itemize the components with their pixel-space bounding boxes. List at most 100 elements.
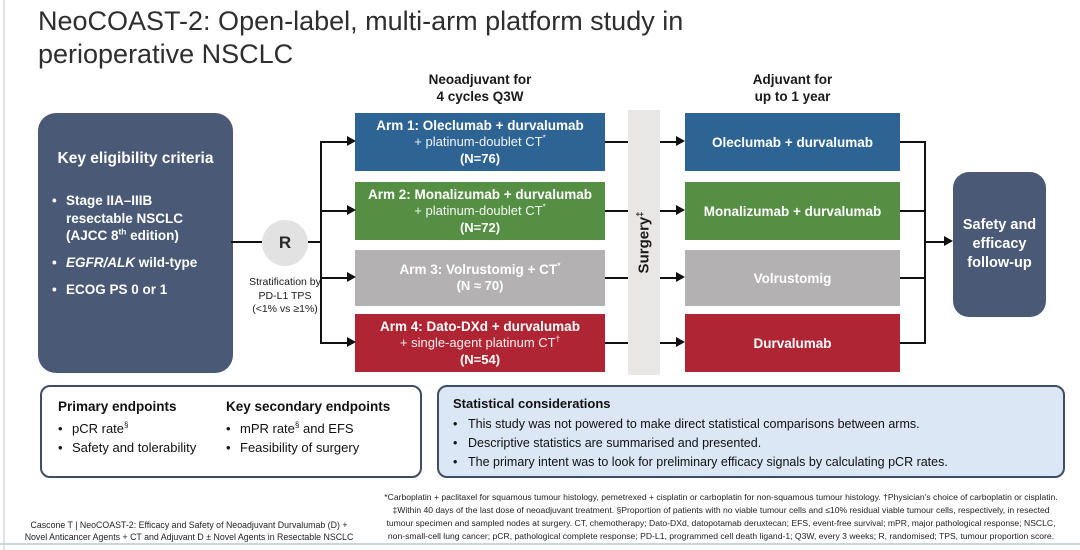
neoadjuvant-header-line1: Neoadjuvant for <box>428 72 532 87</box>
arrow-shaft-surgery-to-adj-1 <box>660 141 677 143</box>
eligibility-box: Key eligibility criteria Stage IIA–IIIB … <box>38 113 233 373</box>
primary-endpoints-column: Primary endpoints pCR rate§ Safety and t… <box>58 399 226 476</box>
slide-title: NeoCOAST-2: Open-label, multi-arm platfo… <box>38 5 683 71</box>
secondary-endpoint-mpr: mPR rate§ and EFS <box>226 420 406 439</box>
neoadjuvant-column-header: Neoadjuvant for 4 cycles Q3W <box>355 72 605 106</box>
eligibility-bullet-ecog: ECOG PS 0 or 1 <box>52 281 219 299</box>
primary-endpoint-pcr-text: pCR rate§ <box>72 420 129 436</box>
connector-adj-2-to-bus <box>900 210 926 212</box>
arm-3-title: Arm 3: Volrustomig + CT* <box>399 260 561 278</box>
arrowhead-surgery-to-adj-2 <box>676 205 685 215</box>
stats-bullet-3-text: The primary intent was to look for preli… <box>468 454 948 469</box>
stats-bullet-1-text: This study was not powered to make direc… <box>468 417 920 431</box>
connector-eligibility-to-r <box>231 241 262 243</box>
arrowhead-surgery-to-adj-3 <box>676 272 685 282</box>
arrowhead-surgery-to-adj-1 <box>676 136 685 146</box>
secondary-endpoint-surgery-text: Feasibility of surgery <box>240 439 360 455</box>
footnote-line4: non-small-cell lung cancer; pCR, patholo… <box>387 530 1055 541</box>
arrow-shaft-to-arm-4 <box>322 342 347 344</box>
slide-title-line2: perioperative NSCLC <box>38 38 294 69</box>
eligibility-bullet-ecog-text: ECOG PS 0 or 1 <box>66 281 168 297</box>
footnote-line1: *Carboplatin + paclitaxel for squamous t… <box>384 492 1058 502</box>
stats-bullet-2: Descriptive statistics are summarised an… <box>453 434 1049 453</box>
primary-endpoint-pcr: pCR rate§ <box>58 420 226 439</box>
bottom-divider <box>0 543 1080 545</box>
primary-endpoint-safety-text: Safety and tolerability <box>72 439 197 455</box>
statistical-considerations-title: Statistical considerations <box>453 396 611 411</box>
primary-endpoints-title: Primary endpoints <box>58 399 177 414</box>
arm-1-sample-size: (N=76) <box>459 150 501 166</box>
eligibility-bullet-stage-text: Stage IIA–IIIB resectable NSCLC (AJCC 8t… <box>66 193 184 244</box>
eligibility-title: Key eligibility criteria <box>57 150 214 167</box>
connector-adj-4-to-bus <box>900 342 926 344</box>
bus-vertical-line <box>924 141 926 344</box>
adjuvant-box-1: Oleclumab + durvalumab <box>685 113 900 171</box>
connector-arm-2-to-surgery <box>605 210 628 212</box>
adjuvant-box-2-label: Monalizumab + durvalumab <box>703 203 882 219</box>
slide-title-line1: NeoCOAST-2: Open-label, multi-arm platfo… <box>38 6 684 36</box>
arm-2-regimen: + platinum-doublet CT* <box>414 202 546 218</box>
endpoints-box: Primary endpoints pCR rate§ Safety and t… <box>40 385 422 478</box>
arm-4-box: Arm 4: Dato-DXd + durvalumab + single-ag… <box>355 314 605 372</box>
citation-line2: Novel Anticancer Agents + CT and Adjuvan… <box>24 532 354 543</box>
arm-1-regimen: + platinum-doublet CT* <box>414 133 546 149</box>
arrowhead-to-arm-1 <box>347 136 356 146</box>
arm-4-sample-size: (N=54) <box>459 351 501 367</box>
arrow-shaft-to-followup <box>926 241 944 243</box>
followup-label: Safety and efficacy follow-up <box>962 217 1037 271</box>
arm-1-box: Arm 1: Oleclumab + durvalumab + platinum… <box>355 113 605 171</box>
secondary-endpoints-title: Key secondary endpoints <box>226 399 391 414</box>
stratification-note: Stratification by PD-L1 TPS (<1% vs ≥1%) <box>228 276 342 317</box>
neoadjuvant-header-line2: 4 cycles Q3W <box>436 88 524 104</box>
surgery-label: Surgery‡ <box>634 211 653 274</box>
connector-arm-1-to-surgery <box>605 141 628 143</box>
footnote-line3: tumour specimen and sampled nodes at sur… <box>386 517 1056 528</box>
arrowhead-to-arm-2 <box>347 205 356 215</box>
adjuvant-box-3-label: Volrustomig <box>753 270 832 286</box>
adjuvant-box-4-label: Durvalumab <box>753 335 832 351</box>
connector-adj-1-to-bus <box>900 141 926 143</box>
arrow-shaft-surgery-to-adj-4 <box>660 342 677 344</box>
connector-arm-3-to-surgery <box>605 277 628 279</box>
stats-bullet-3: The primary intent was to look for preli… <box>453 453 1049 472</box>
arrowhead-to-arm-4 <box>347 337 356 347</box>
eligibility-bullet-egfr-alk: EGFR/ALK wild-type <box>52 254 219 272</box>
stratification-line3: (<1% vs ≥1%) <box>252 303 318 316</box>
secondary-endpoint-mpr-text: mPR rate§ and EFS <box>240 420 354 436</box>
stratification-line1: Stratification by <box>249 276 321 288</box>
arrow-shaft-to-arm-1 <box>322 141 347 143</box>
citation: Cascone T | NeoCOAST-2: Efficacy and Saf… <box>6 519 372 544</box>
adjuvant-box-4: Durvalumab <box>685 314 900 372</box>
arm-2-box: Arm 2: Monalizumab + durvalumab + platin… <box>355 182 605 240</box>
adjuvant-box-3: Volrustomig <box>685 250 900 306</box>
arm-3-box: Arm 3: Volrustomig + CT* (N ≈ 70) <box>355 250 605 306</box>
adjuvant-header-line2: up to 1 year <box>754 88 831 104</box>
eligibility-bullets: Stage IIA–IIIB resectable NSCLC (AJCC 8t… <box>52 192 219 298</box>
arrow-shaft-surgery-to-adj-3 <box>660 277 677 279</box>
footnote-line2: ‡Within 40 days of the last dose of neoa… <box>392 504 1050 515</box>
connector-r-to-branch <box>308 241 322 243</box>
stratification-line2: PD-L1 TPS <box>258 289 312 302</box>
followup-box: Safety and efficacy follow-up <box>953 172 1046 317</box>
stats-bullet-2-text: Descriptive statistics are summarised an… <box>468 435 762 450</box>
left-edge-line <box>3 0 5 550</box>
arrow-shaft-surgery-to-adj-2 <box>660 210 677 212</box>
stats-bullet-1: This study was not powered to make direc… <box>453 415 1049 434</box>
connector-adj-3-to-bus <box>900 277 926 279</box>
arrow-shaft-to-arm-2 <box>322 210 347 212</box>
arm-2-title: Arm 2: Monalizumab + durvalumab <box>368 186 592 202</box>
randomisation-label: R <box>278 233 292 252</box>
arm-2-sample-size: (N=72) <box>459 219 501 235</box>
arm-3-sample-size: (N ≈ 70) <box>456 278 504 294</box>
secondary-endpoints-column: Key secondary endpoints mPR rate§ and EF… <box>226 399 406 476</box>
arrowhead-surgery-to-adj-4 <box>676 337 685 347</box>
arm-4-title: Arm 4: Dato-DXd + durvalumab <box>380 318 580 334</box>
arm-4-regimen: + single-agent platinum CT† <box>399 334 561 350</box>
arrowhead-to-followup <box>944 236 953 246</box>
surgery-bar: Surgery‡ <box>628 110 660 375</box>
footnotes: *Carboplatin + paclitaxel for squamous t… <box>368 491 1074 543</box>
arrowhead-to-arm-3 <box>347 272 356 282</box>
arm-1-title: Arm 1: Oleclumab + durvalumab <box>376 117 584 133</box>
randomisation-circle: R <box>262 220 308 266</box>
